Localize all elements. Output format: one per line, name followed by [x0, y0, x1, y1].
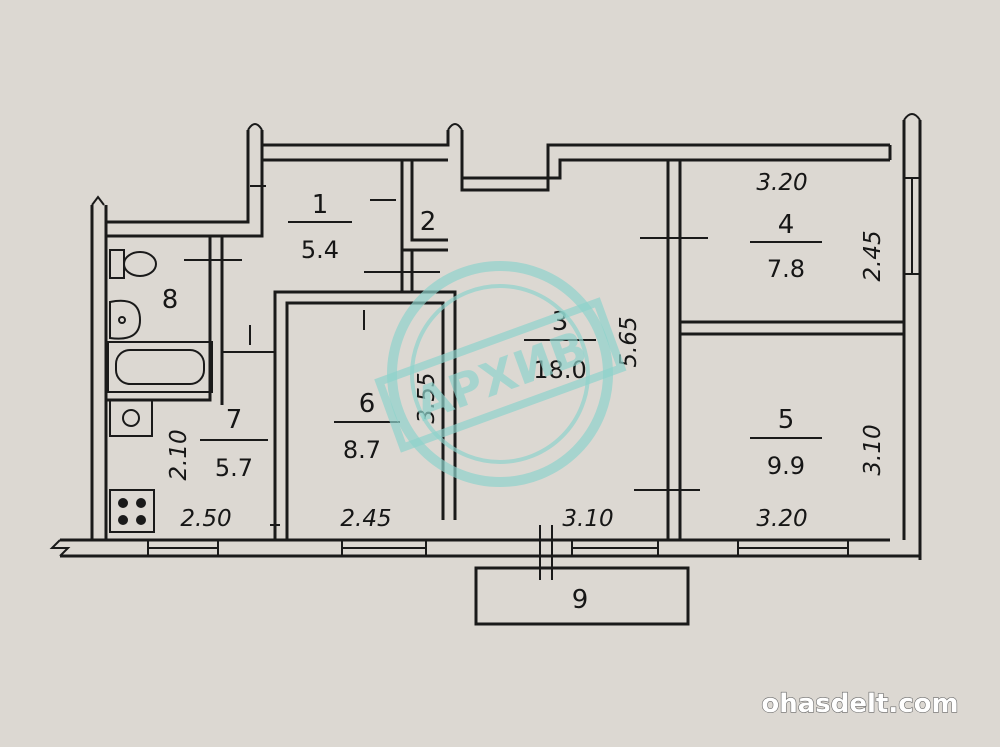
room-4-area: 7.8	[767, 255, 805, 283]
room-5-width-label: 3.20	[756, 506, 807, 532]
stove-icon	[109, 489, 155, 533]
room-6-depth-label: 3.55	[414, 372, 440, 423]
watermark-text: ohasdelt.com	[761, 689, 958, 719]
room-4-number: 4	[778, 210, 795, 240]
door-markers	[184, 185, 708, 580]
fixtures	[107, 249, 213, 533]
room-2-number: 2	[420, 207, 437, 237]
balcony-outline	[474, 566, 690, 626]
room-6-area: 8.7	[343, 436, 381, 464]
room-7-depth-label: 2.10	[166, 429, 192, 480]
room-3-width-label: 3.10	[562, 506, 613, 532]
room-9-number: 9	[572, 585, 589, 615]
room-labels: 1 5.4 2 3 18.0 4 7.8 5 9.9 6 8.7 7 5.7 8…	[162, 190, 822, 615]
room-1-number: 1	[312, 190, 329, 220]
room-3-area: 18.0	[533, 356, 586, 384]
windows	[147, 177, 921, 557]
toilet-icon	[109, 249, 157, 279]
bathtub-icon	[107, 341, 213, 393]
room-6-number: 6	[359, 389, 376, 419]
room-1-area: 5.4	[301, 236, 339, 264]
room-6-width-label: 2.45	[340, 506, 391, 532]
room-5-area: 9.9	[767, 452, 805, 480]
room-5-depth-label: 3.10	[860, 424, 886, 475]
room-4-width-label: 3.20	[756, 170, 807, 196]
room-7-area: 5.7	[215, 454, 253, 482]
room-7-width-label: 2.50	[180, 506, 231, 532]
room-7-number: 7	[226, 405, 243, 435]
interior-walls	[106, 160, 904, 540]
kitchen-sink-icon	[109, 399, 153, 437]
room-5-number: 5	[778, 405, 795, 435]
sink-icon	[109, 299, 142, 340]
room-4-depth-label: 2.45	[860, 230, 886, 281]
room-8-number: 8	[162, 285, 179, 315]
